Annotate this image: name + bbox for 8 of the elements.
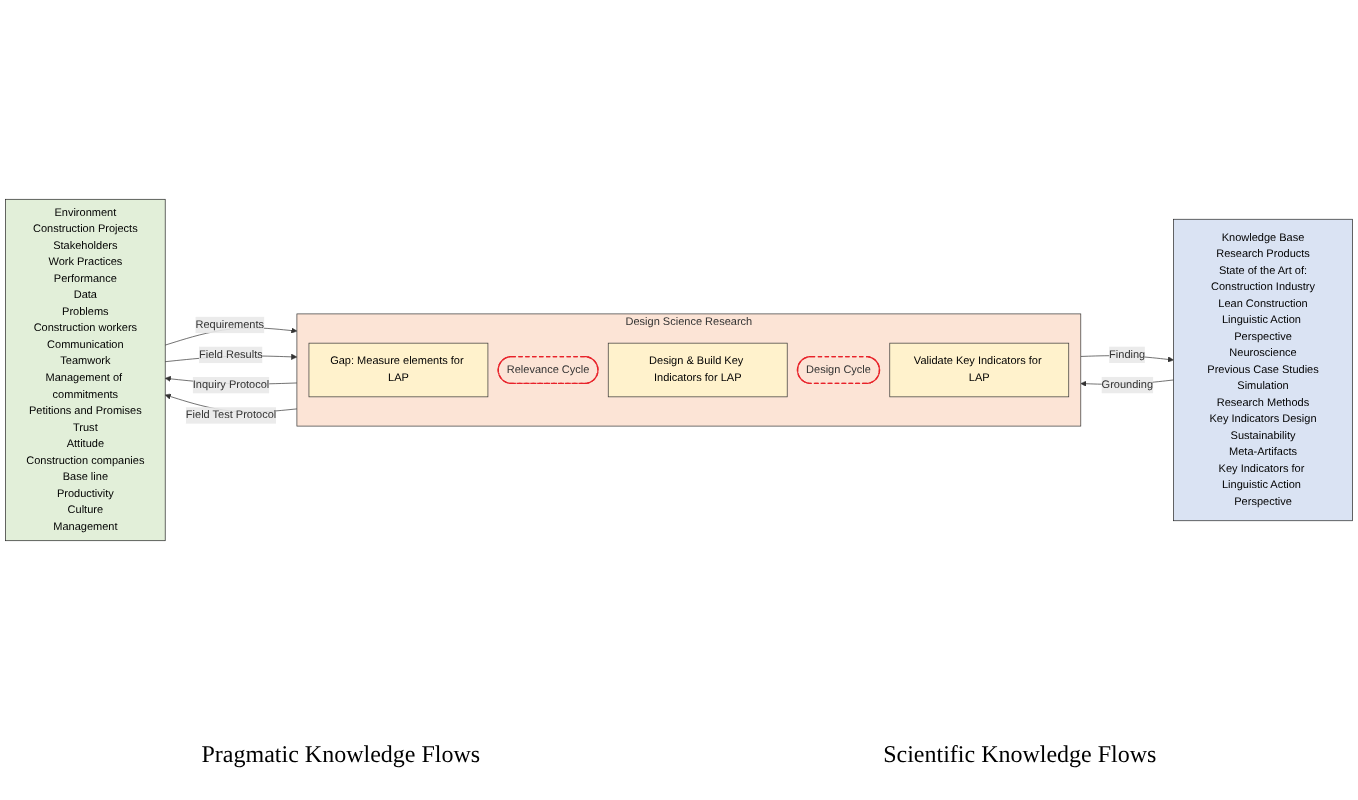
flow-note: Scientific Knowledge Flows bbox=[883, 740, 1157, 770]
node-box bbox=[1173, 218, 1353, 522]
node-box bbox=[889, 342, 1070, 398]
flow-note: Pragmatic Knowledge Flows bbox=[201, 740, 481, 770]
node-box bbox=[308, 342, 489, 398]
cluster bbox=[296, 313, 1082, 427]
node-box bbox=[5, 198, 166, 542]
node-box bbox=[607, 342, 788, 398]
